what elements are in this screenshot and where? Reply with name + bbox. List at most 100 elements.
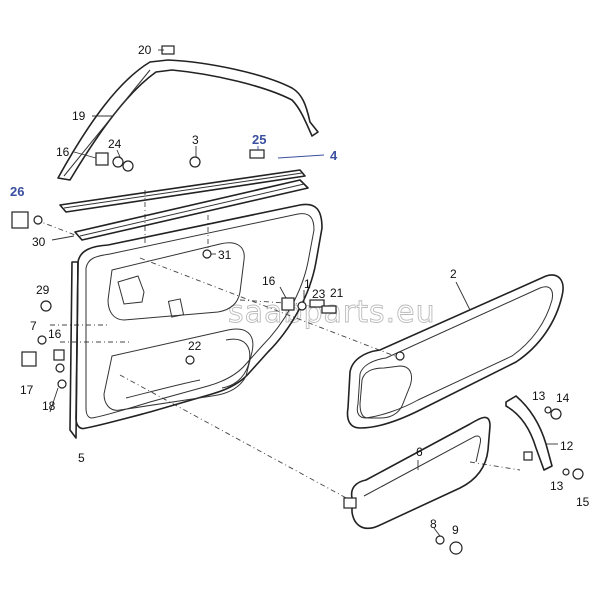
- callout-20: 20: [138, 43, 152, 57]
- axis-pocket: [119, 374, 351, 501]
- lead-24: [116, 149, 121, 158]
- callout-22: 22: [188, 339, 202, 353]
- callout-4: 4: [330, 148, 338, 163]
- screw-7: [37, 335, 47, 345]
- upper-recess: [107, 242, 245, 321]
- clip-16a: [95, 152, 109, 166]
- assembly-axes: [35, 190, 521, 501]
- callout-30: 30: [32, 235, 46, 249]
- callout-5: 5: [78, 451, 85, 465]
- armrest-outline: [346, 274, 564, 429]
- armrest-inner: [356, 286, 553, 419]
- callout-3: 3: [192, 133, 199, 147]
- callout-26: 26: [10, 184, 24, 199]
- screw-26: [33, 215, 43, 225]
- pocket-clip: [343, 497, 357, 509]
- callout-8: 8: [430, 517, 437, 531]
- door-panel-outline: [75, 203, 323, 430]
- end-piece-25: [249, 149, 265, 159]
- lower-pocket-recess: [103, 328, 254, 411]
- lead-16a: [73, 151, 97, 159]
- bracket-26: [11, 211, 29, 229]
- clip-16b: [281, 297, 295, 311]
- callout-13: 13: [550, 479, 564, 493]
- door-pocket-6: [343, 416, 491, 530]
- callout-14: 14: [556, 391, 570, 405]
- callout-31: 31: [218, 248, 232, 262]
- screw-1: [297, 301, 307, 311]
- armrest-cover-2: [346, 274, 564, 429]
- inner-strip-line: [79, 183, 305, 237]
- callout-1: 1: [304, 277, 311, 291]
- clip-22: [185, 355, 195, 365]
- axis-clip-26: [35, 219, 76, 236]
- callout-2: 2: [450, 267, 457, 281]
- screw-13a: [544, 406, 552, 414]
- handle-recess: [117, 275, 145, 305]
- pocket-inner-lip: [363, 435, 481, 497]
- callout-7: 7: [30, 319, 37, 333]
- screw-18: [57, 379, 67, 389]
- screw-8: [435, 535, 445, 545]
- callout-16: 16: [56, 145, 70, 159]
- bracket-12: [505, 395, 553, 471]
- clip-24-a: [112, 156, 124, 168]
- fasteners: [11, 149, 584, 555]
- lead-16b: [279, 286, 287, 299]
- screw-13b: [562, 468, 570, 476]
- clip-16c: [53, 349, 65, 361]
- outer-strip-line: [63, 172, 303, 209]
- pocket-outline: [350, 416, 491, 530]
- frame-moulding-19: [57, 59, 319, 181]
- clip-16d: [55, 363, 65, 373]
- outer-strip-4: [59, 169, 306, 213]
- frame-moulding-body: [57, 59, 319, 181]
- sealing-strips: [59, 169, 309, 241]
- bracket-body: [505, 395, 553, 471]
- lead-2: [455, 281, 471, 311]
- lead-8: [433, 527, 441, 537]
- callout-21: 21: [330, 286, 344, 300]
- part-23: [309, 299, 325, 308]
- clip-29: [40, 300, 52, 312]
- callout-29: 29: [36, 283, 50, 297]
- door-panel-inner-edge: [85, 213, 315, 419]
- edge-seal-5: [69, 261, 79, 439]
- callout-25: 25: [252, 132, 266, 147]
- nut-15: [572, 468, 584, 480]
- nut-14: [550, 408, 562, 420]
- callout-16: 16: [262, 274, 276, 288]
- screw-31: [202, 249, 212, 259]
- axis-bracket: [469, 461, 521, 471]
- nut-9: [449, 541, 463, 555]
- callout-9: 9: [452, 523, 459, 537]
- callout-12: 12: [560, 439, 574, 453]
- clip-24-b: [122, 160, 134, 172]
- callout-23: 23: [312, 287, 326, 301]
- callout-18: 18: [42, 399, 56, 413]
- callout-6: 6: [416, 445, 423, 459]
- callout-16: 16: [48, 327, 62, 341]
- inner-strip-30: [74, 179, 309, 241]
- callouts: 20 19 16 24 3 25 4 26 30 31 16 1 23 21 2…: [10, 43, 590, 537]
- callout-17: 17: [20, 383, 34, 397]
- bracket-tab: [523, 451, 533, 461]
- speaker-recess: [221, 338, 251, 389]
- bracket-17: [21, 351, 37, 367]
- frame-moulding-edge: [63, 69, 151, 177]
- callout-24: 24: [108, 137, 122, 151]
- lead-30: [51, 235, 75, 241]
- lead-4: [277, 154, 325, 159]
- lead-18: [49, 387, 59, 413]
- screw-3: [189, 156, 201, 168]
- leader-lines: [49, 49, 558, 537]
- armrest-screw-point: [395, 351, 405, 361]
- armrest-handle-cutout: [359, 365, 413, 419]
- axis-panel-to-armrest: [139, 257, 401, 359]
- callout-19: 19: [72, 109, 86, 123]
- callout-15: 15: [576, 495, 590, 509]
- door-trim-panel-5: [75, 203, 323, 430]
- lock-button-recess: [167, 298, 185, 318]
